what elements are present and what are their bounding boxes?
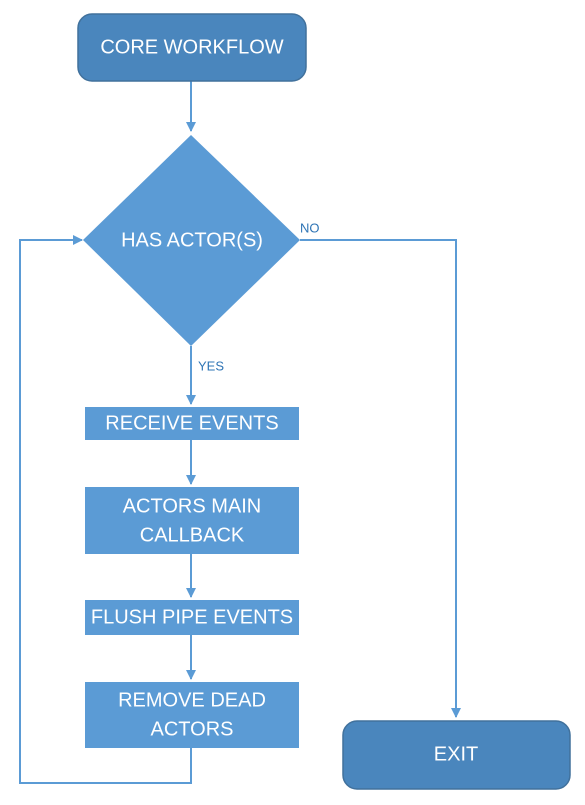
edge-loop-back-to-decision (19, 235, 192, 784)
actors-main-callback-line2: CALLBACK (140, 524, 245, 546)
remove-dead-actors-line1: REMOVE DEAD (118, 689, 266, 711)
actors-main-callback-node: ACTORS MAIN CALLBACK (85, 487, 299, 554)
receive-events-label: RECEIVE EVENTS (105, 412, 278, 434)
exit-node-label: EXIT (434, 743, 478, 765)
start-node-label: CORE WORKFLOW (100, 36, 283, 58)
remove-dead-actors-line2: ACTORS (151, 718, 234, 740)
no-label: NO (300, 220, 320, 235)
edge-decision-no-to-exit (300, 239, 461, 718)
flush-pipe-events-node: FLUSH PIPE EVENTS (85, 600, 299, 635)
decision-node: HAS ACTOR(S) (83, 135, 300, 346)
flush-pipe-events-label: FLUSH PIPE EVENTS (91, 606, 293, 628)
start-node: CORE WORKFLOW (77, 13, 307, 82)
remove-dead-actors-node: REMOVE DEAD ACTORS (85, 682, 299, 748)
receive-events-node: RECEIVE EVENTS (85, 407, 299, 440)
yes-label: YES (198, 358, 224, 373)
actors-main-callback-line1: ACTORS MAIN (123, 495, 262, 517)
decision-node-label: HAS ACTOR(S) (121, 229, 263, 251)
exit-node: EXIT (342, 720, 571, 790)
